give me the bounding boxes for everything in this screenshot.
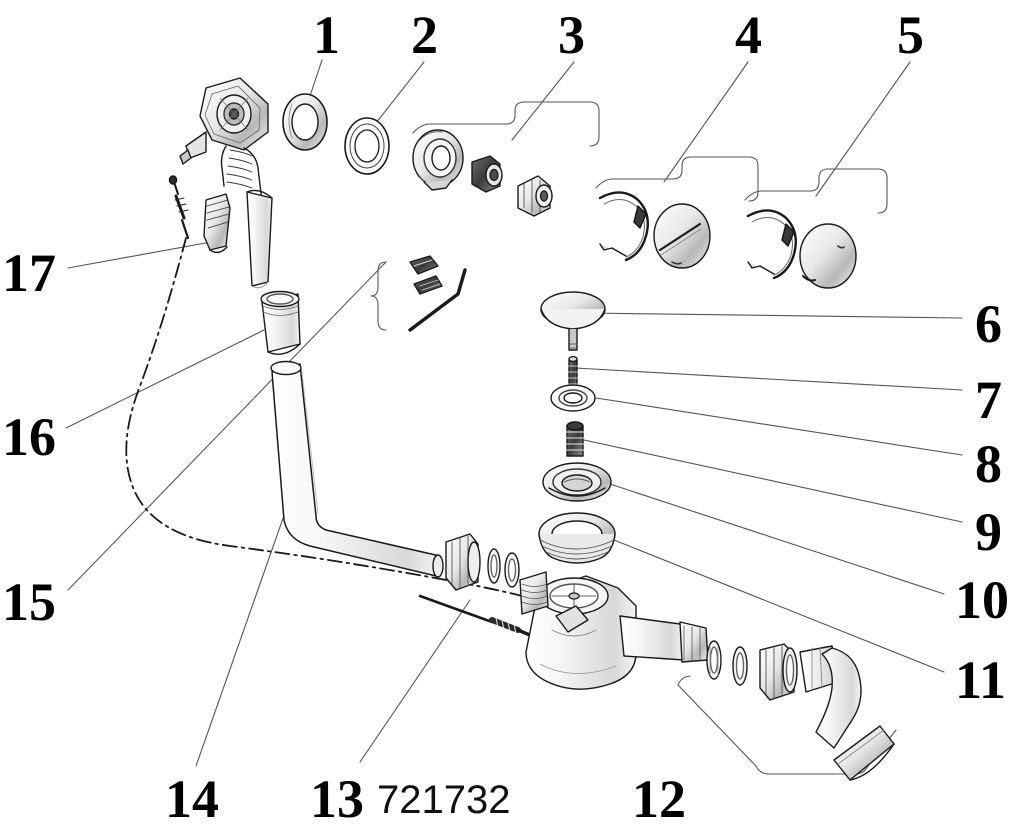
part-mounting-clips [409,255,443,295]
leader-lines-right [574,312,963,673]
part-cable-end-fitting [168,175,231,254]
part-allen-key [408,268,467,332]
callout-label-2: 2 [411,5,438,65]
callout-label-5: 5 [897,5,924,65]
part-stopper-cap [540,291,606,351]
part-cover-plate-b [799,223,857,289]
leader-lines-bottom [195,469,471,767]
callout-label-13: 13 [310,769,364,829]
part-flexible-cable-conduit [125,237,571,611]
callout-label-3: 3 [558,5,585,65]
part-screw-insert [565,421,585,457]
callout-label-11: 11 [955,650,1007,710]
group-bracket-outlet [677,675,897,775]
part-union-nut-outlet [759,643,798,701]
group-brackets-top [412,101,888,214]
part-pipe-socket [260,290,301,355]
part-waste-body [519,571,709,690]
part-washer-upper-b [504,552,520,588]
part-stopper-pin [565,355,581,393]
part-outlet-elbow [799,645,895,781]
callout-label-8: 8 [975,434,1002,494]
part-overflow-pipe [270,360,444,578]
callout-label-1: 1 [313,5,340,65]
part-seal-ring-small [550,384,596,412]
part-number-text: 721732 [377,778,511,822]
callout-label-16: 16 [2,407,56,467]
callout-label-4: 4 [735,5,762,65]
part-cover-plate-a [653,203,711,269]
callout-label-14: 14 [165,769,219,829]
part-washer-outlet-b [732,646,748,686]
part-cartridge-b [517,175,553,217]
part-o-ring-large [282,93,328,151]
part-clip-ring-a [598,191,649,262]
part-union-nut-upper [445,533,481,591]
callout-label-6: 6 [975,294,1002,354]
callout-label-10: 10 [955,570,1009,630]
leader-lines-left [65,239,387,591]
callout-label-17: 17 [2,243,56,303]
part-sealing-washer [344,117,390,175]
part-clip-ring-b [746,209,797,280]
callout-label-12: 12 [632,769,686,829]
leader-lines-top [305,59,911,197]
part-washer-upper-a [487,548,501,584]
part-strainer-flange [542,462,612,502]
callout-label-7: 7 [975,370,1002,430]
part-cartridge-a [471,155,503,193]
part-actuator-assembly [179,77,273,289]
part-washer-outlet-a [706,640,722,680]
part-rosette-housing [412,129,464,191]
part-threaded-ring [538,512,616,564]
callout-label-9: 9 [975,502,1002,562]
accessory-bracket [370,261,387,331]
callout-label-15: 15 [2,572,56,632]
